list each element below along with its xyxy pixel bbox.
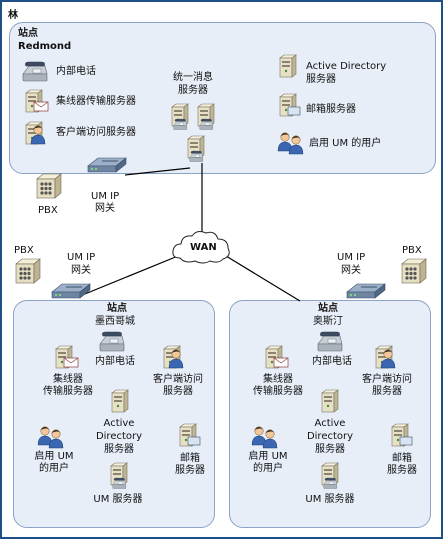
redmond-pbx-label: PBX — [38, 205, 58, 216]
redmond-um-server-icon-3 — [187, 135, 205, 162]
mexico-users-label-1: 启用 UM — [34, 451, 74, 462]
mexico-mailbox-server-icon — [179, 423, 201, 447]
redmond-gateway-label-2: 网关 — [95, 203, 115, 214]
mexico-um-server-icon — [110, 462, 128, 489]
redmond-um-server-icon-1 — [171, 103, 189, 130]
austin-ad-label-2: Directory — [306, 431, 354, 442]
redmond-site-title: 站点 — [18, 28, 38, 39]
mexico-gateway-label-1: UM IP — [67, 252, 96, 263]
mexico-hub-server-icon — [55, 345, 79, 369]
mexico-um-label: UM 服务器 — [93, 494, 143, 505]
mexico-gateway-label-2: 网关 — [71, 265, 91, 276]
redmond-cas-label: 客户端访问服务器 — [56, 127, 136, 138]
mexico-site-title: 站点 — [107, 303, 127, 314]
austin-site-title: 站点 — [318, 303, 338, 314]
austin-hub-label-2: 传输服务器 — [253, 386, 303, 397]
mexico-pbx-label: PBX — [14, 245, 34, 256]
redmond-um-server-icon-2 — [197, 103, 215, 130]
mexico-gateway-icon — [51, 283, 91, 299]
wan-label: WAN — [190, 242, 217, 253]
austin-cas-server-icon — [375, 345, 396, 369]
redmond-pbx-icon — [36, 173, 62, 199]
austin-users-label-1: 启用 UM — [248, 451, 288, 462]
wan-cloud-icon — [172, 231, 230, 264]
forest-label: 林 — [8, 10, 18, 21]
mexico-ad-label-1: Active — [103, 418, 135, 429]
austin-users-icon — [251, 426, 278, 449]
austin-mailbox-server-icon — [391, 423, 413, 447]
austin-ad-server-icon — [321, 389, 339, 413]
austin-site-name: 奥斯汀 — [313, 316, 343, 327]
redmond-mailbox-server-icon — [279, 93, 301, 117]
austin-mailbox-label-1: 邮箱 — [392, 453, 412, 464]
redmond-ad-label-2: 服务器 — [306, 74, 336, 85]
austin-hub-label-1: 集线器 — [263, 374, 293, 385]
redmond-intranet-label: 内部电话 — [56, 66, 96, 77]
austin-cas-label-1: 客户端访问 — [362, 374, 412, 385]
austin-um-label: UM 服务器 — [305, 494, 355, 505]
austin-pbx-icon — [401, 258, 427, 284]
redmond-hub-label: 集线器传输服务器 — [56, 96, 136, 107]
austin-cas-label-2: 服务器 — [372, 386, 402, 397]
redmond-site-name: Redmond — [18, 41, 72, 52]
redmond-gateway-label-1: UM IP — [91, 191, 120, 202]
austin-gateway-icon — [346, 283, 386, 299]
mexico-hub-label-1: 集线器 — [53, 374, 83, 385]
mexico-cas-label-1: 客户端访问 — [153, 374, 203, 385]
mexico-users-icon — [37, 426, 64, 449]
mexico-site-name: 墨西哥城 — [95, 316, 135, 327]
redmond-users-icon — [277, 132, 304, 155]
site-redmond — [9, 22, 436, 174]
redmond-ad-server-icon — [279, 54, 297, 78]
mexico-hub-label-2: 传输服务器 — [43, 386, 93, 397]
austin-intranet-label: 内部电话 — [312, 356, 352, 367]
mexico-mailbox-label-1: 邮箱 — [180, 453, 200, 464]
mexico-intranet-label: 内部电话 — [95, 356, 135, 367]
mexico-ad-label-3: 服务器 — [104, 444, 134, 455]
austin-mailbox-label-2: 服务器 — [387, 465, 417, 476]
mexico-users-label-2: 的用户 — [39, 463, 69, 474]
redmond-mailbox-label: 邮箱服务器 — [306, 104, 356, 115]
austin-hub-server-icon — [265, 345, 289, 369]
mexico-mailbox-label-2: 服务器 — [175, 465, 205, 476]
austin-um-server-icon — [321, 462, 339, 489]
austin-ad-label-3: 服务器 — [315, 444, 345, 455]
redmond-hub-server-icon — [25, 89, 49, 113]
mexico-pbx-icon — [15, 258, 41, 284]
mexico-intranet-phone-icon — [99, 331, 125, 352]
redmond-ad-label-1: Active Directory — [306, 61, 387, 72]
mexico-cas-label-2: 服务器 — [163, 386, 193, 397]
austin-pbx-label: PBX — [402, 245, 422, 256]
mexico-cas-server-icon — [163, 345, 184, 369]
mexico-ad-server-icon — [111, 389, 129, 413]
austin-ad-label-1: Active — [314, 418, 346, 429]
mexico-ad-label-2: Directory — [95, 431, 143, 442]
redmond-gateway-icon — [87, 157, 127, 173]
redmond-cas-server-icon — [25, 121, 46, 145]
austin-intranet-phone-icon — [317, 331, 343, 352]
austin-gateway-label-2: 网关 — [341, 265, 361, 276]
austin-gateway-label-1: UM IP — [337, 252, 366, 263]
redmond-um-label-2: 服务器 — [178, 85, 208, 96]
austin-users-label-2: 的用户 — [253, 463, 283, 474]
redmond-intranet-phone-icon — [22, 61, 48, 82]
redmond-um-label-1: 统一消息 — [173, 72, 213, 83]
redmond-users-label: 启用 UM 的用户 — [309, 138, 382, 149]
